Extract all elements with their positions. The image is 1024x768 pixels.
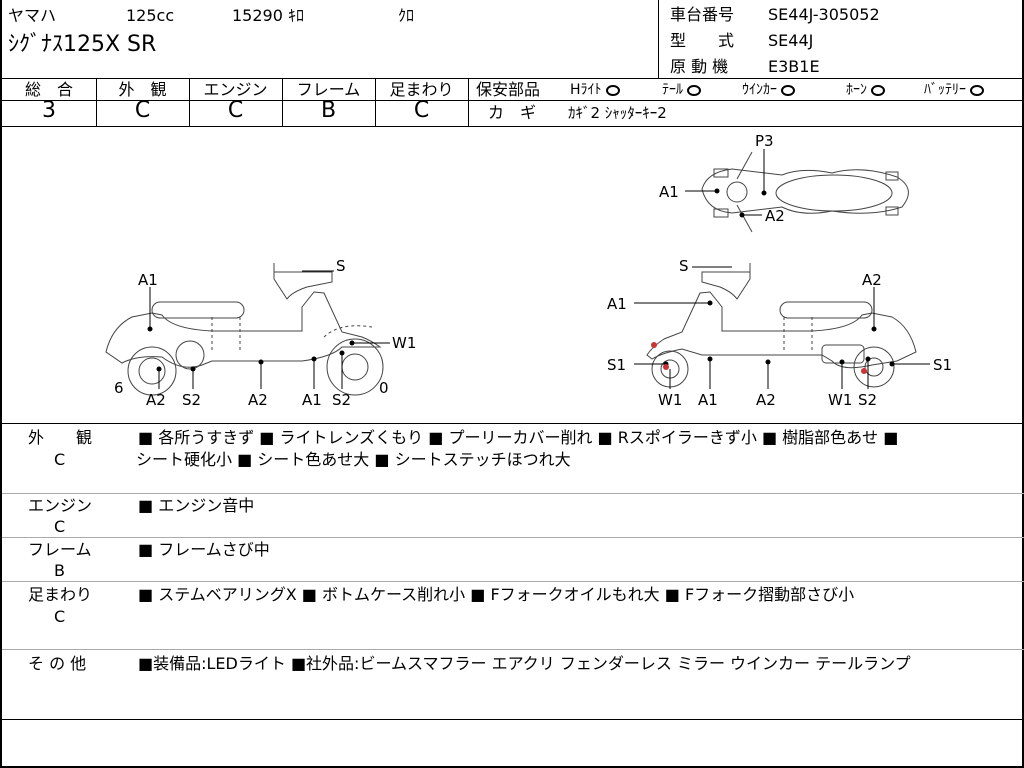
key-value: ｶｷﾞ2 ｼｬｯﾀｰｷｰ2 bbox=[568, 104, 667, 122]
divider bbox=[2, 78, 1024, 79]
divider bbox=[2, 581, 1024, 582]
diagram-label: A1 bbox=[302, 391, 322, 409]
diagram-label: A2 bbox=[765, 207, 785, 225]
safety-item: Hﾗｲﾄ bbox=[570, 79, 620, 101]
divider bbox=[468, 100, 1024, 101]
exterior-label: 外 観 bbox=[118, 80, 167, 99]
section-grade-exterior: C bbox=[54, 450, 66, 469]
diagram-label: W1 bbox=[658, 391, 682, 409]
type-value: SE44J bbox=[768, 31, 814, 50]
diagram-label: A1 bbox=[659, 183, 679, 201]
left-side-scooter-icon bbox=[105, 263, 384, 396]
diagram-label: W1 bbox=[828, 391, 852, 409]
divider bbox=[2, 649, 1024, 650]
safety-item: ﾎｰﾝ bbox=[846, 79, 885, 101]
type-label: 型 式 bbox=[670, 31, 735, 50]
engine-label: エンジン bbox=[203, 80, 268, 99]
diagram-label: S1 bbox=[933, 356, 952, 374]
ok-circle-icon bbox=[781, 84, 795, 96]
section-text-exterior-2: シート硬化小 ■ シート色あせ大 ■ シートステッチほつれ大 bbox=[136, 450, 571, 469]
divider bbox=[2, 537, 1024, 538]
diagram-label: A1 bbox=[607, 295, 627, 313]
diagram-label: S bbox=[336, 257, 346, 275]
diagram-label: 0 bbox=[379, 379, 389, 397]
diagram-label: S bbox=[679, 257, 689, 275]
diagram-label: S2 bbox=[182, 391, 201, 409]
key-label: カ ギ bbox=[488, 103, 537, 122]
color: ｸﾛ bbox=[398, 6, 415, 25]
chassis-label: 車台番号 bbox=[670, 5, 735, 24]
diagram-label: S1 bbox=[607, 356, 626, 374]
safety-item: ﾃｰﾙ bbox=[662, 79, 701, 101]
divider bbox=[2, 493, 1024, 494]
section-grade-engine: C bbox=[54, 517, 66, 536]
suspension-value: C bbox=[413, 98, 430, 123]
ok-circle-icon bbox=[687, 84, 701, 96]
safety-label: 保安部品 bbox=[476, 80, 541, 99]
diagram-label: A1 bbox=[138, 271, 158, 289]
right-side-scooter-icon bbox=[646, 263, 917, 388]
ok-circle-icon bbox=[871, 84, 885, 96]
section-text-frame: ■ フレームさび中 bbox=[138, 540, 270, 559]
overall-label: 総 合 bbox=[24, 80, 73, 99]
section-text-engine: ■ エンジン音中 bbox=[138, 496, 255, 515]
section-label-frame: フレーム bbox=[28, 540, 92, 559]
divider bbox=[2, 100, 468, 101]
model-name: ｼｸﾞﾅｽ125X SR bbox=[8, 32, 157, 57]
divider bbox=[282, 78, 283, 126]
diagram-label: S2 bbox=[858, 391, 877, 409]
section-text-exterior: ■ 各所うすきず ■ ライトレンズくもり ■ プーリーカバー削れ ■ Rスポイラ… bbox=[138, 428, 899, 447]
chassis-value: SE44J-305052 bbox=[768, 5, 880, 24]
divider bbox=[468, 78, 469, 126]
diagram-label: A1 bbox=[698, 391, 718, 409]
diagram-label: P3 bbox=[755, 132, 774, 150]
diagram-label: A2 bbox=[756, 391, 776, 409]
engine-model-label: 原 動 機 bbox=[670, 57, 729, 76]
diagram-label: S2 bbox=[332, 391, 351, 409]
top-view-scooter-icon bbox=[701, 151, 909, 233]
engine-model-value: E3B1E bbox=[768, 57, 820, 76]
section-label-suspension: 足まわり bbox=[28, 585, 93, 604]
engine-value: C bbox=[227, 98, 244, 123]
overall-value: 3 bbox=[42, 98, 56, 123]
diagram-label: W1 bbox=[392, 334, 416, 352]
divider bbox=[2, 423, 1024, 424]
maker: ヤマハ bbox=[8, 6, 57, 25]
frame-value: B bbox=[320, 98, 337, 123]
safety-item: ｳｲﾝｶｰ bbox=[742, 79, 795, 101]
section-label-engine: エンジン bbox=[28, 496, 93, 515]
safety-item: ﾊﾞｯﾃﾘｰ bbox=[924, 79, 984, 101]
diagram-label: A2 bbox=[862, 271, 882, 289]
ok-circle-icon bbox=[970, 84, 984, 96]
divider bbox=[2, 719, 1024, 720]
ok-circle-icon bbox=[605, 84, 620, 96]
section-label-exterior: 外 観 bbox=[28, 428, 93, 447]
section-text-other: ■装備品:LEDライト ■社外品:ビームスマフラー エアクリ フェンダーレス ミ… bbox=[138, 654, 911, 673]
divider bbox=[375, 78, 376, 126]
divider bbox=[189, 78, 190, 126]
displacement: 125cc bbox=[126, 6, 175, 25]
section-text-suspension: ■ ステムベアリングX ■ ボトムケース削れ小 ■ Fフォークオイルもれ大 ■ … bbox=[138, 585, 855, 604]
diagram-label: A2 bbox=[248, 391, 268, 409]
section-grade-suspension: C bbox=[54, 607, 66, 626]
scooter-diagram: A1 S W1 6 0 A2 S2 A2 A1 S2 S A1 A2 S1 S1… bbox=[105, 132, 952, 409]
damage-mark-icon bbox=[651, 342, 867, 374]
exterior-value: C bbox=[134, 98, 151, 123]
section-label-other: そ の 他 bbox=[28, 654, 87, 673]
header-divider bbox=[658, 0, 659, 78]
diagram-label: A2 bbox=[146, 391, 166, 409]
section-grade-frame: B bbox=[54, 561, 65, 580]
divider bbox=[2, 126, 1024, 127]
suspension-label: 足まわり bbox=[389, 80, 454, 99]
mileage: 15290 ｷﾛ bbox=[232, 6, 304, 25]
diagram-label: 6 bbox=[114, 379, 124, 397]
divider bbox=[96, 78, 97, 126]
frame-label: フレーム bbox=[296, 80, 361, 99]
